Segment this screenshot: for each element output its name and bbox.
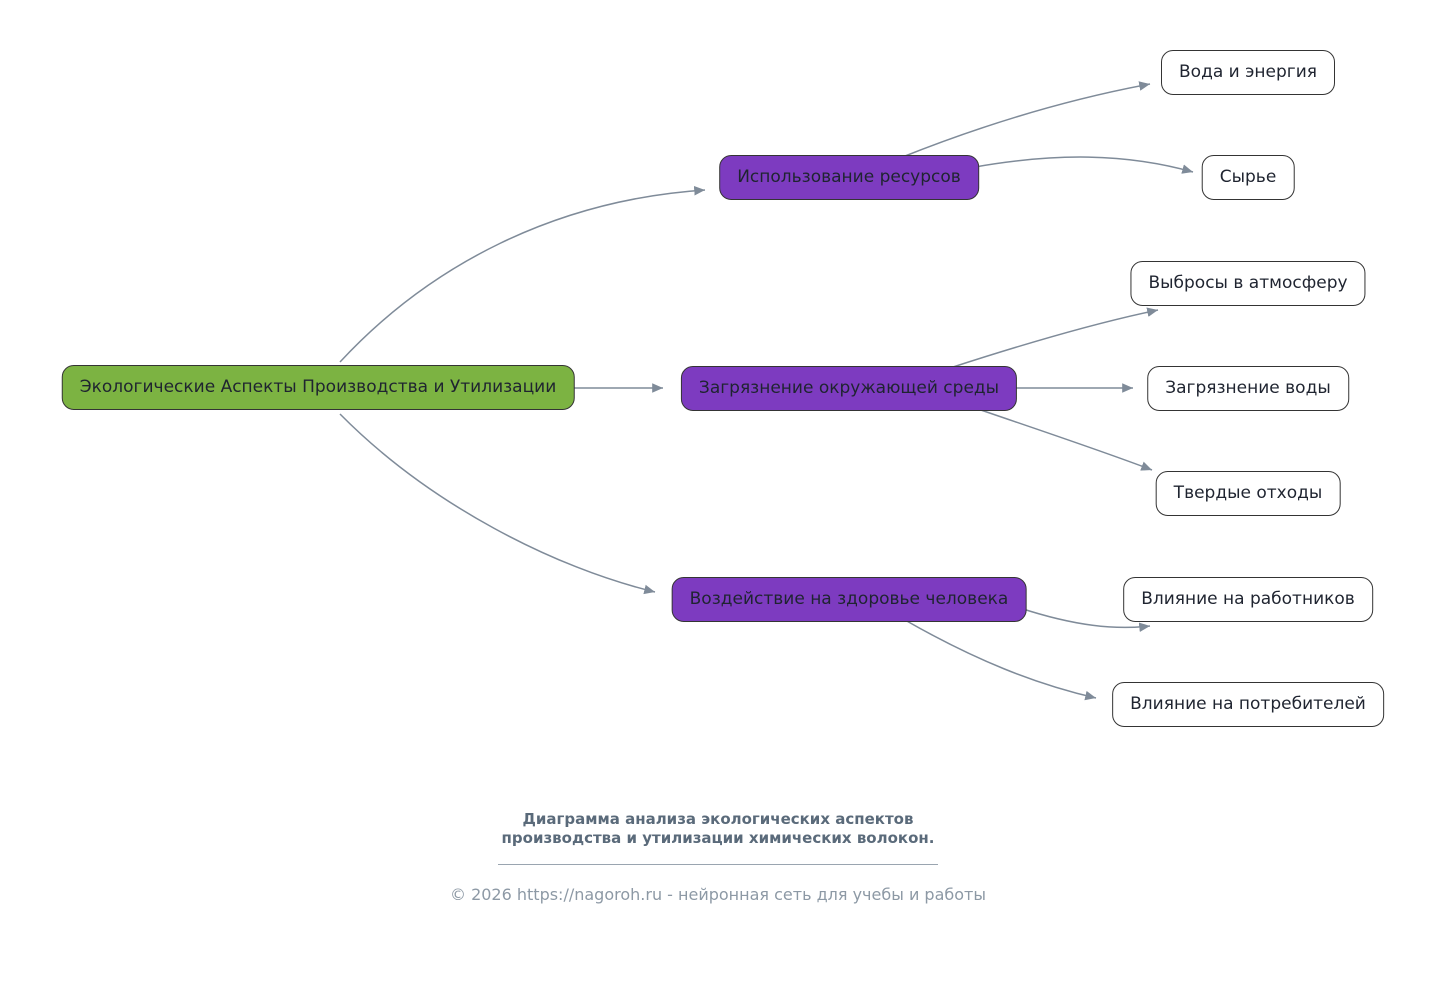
node-impact-on-consumers: Влияние на потребителей [1112, 682, 1384, 727]
node-air-emissions: Выбросы в атмосферу [1130, 261, 1366, 306]
node-raw-materials: Сырье [1201, 155, 1295, 200]
edge-pollution-to-solid-waste [974, 407, 1153, 471]
node-solid-waste: Твердые отходы [1155, 471, 1341, 516]
node-root: Экологические Аспекты Производства и Ути… [61, 365, 575, 410]
node-resource-usage: Использование ресурсов [719, 155, 979, 200]
edge-resources-to-water-energy [899, 81, 1151, 159]
node-impact-on-workers: Влияние на работников [1123, 577, 1373, 622]
footer-divider [498, 864, 938, 865]
node-water-and-energy: Вода и энергия [1161, 50, 1335, 95]
edge-root-to-health [339, 413, 656, 595]
edge-root-to-resources [339, 185, 706, 363]
node-environmental-pollution: Загрязнение окружающей среды [680, 366, 1018, 411]
edge-resources-to-raw-materials [974, 156, 1194, 174]
node-water-pollution: Загрязнение воды [1147, 366, 1349, 411]
node-health-impact: Воздействие на здоровье человека [671, 577, 1027, 622]
edge-health-to-workers [1019, 607, 1151, 632]
footer-caption-line1: Диаграмма анализа экологических аспектов [522, 810, 914, 828]
edge-pollution-to-air-emissions [949, 307, 1159, 369]
footer-copyright: © 2026 https://nagoroh.ru - нейронная се… [449, 885, 986, 904]
edge-health-to-consumers [904, 619, 1097, 701]
footer: Диаграмма анализа экологических аспектов… [0, 810, 1436, 904]
footer-caption-line2: производства и утилизации химических вол… [501, 829, 935, 847]
